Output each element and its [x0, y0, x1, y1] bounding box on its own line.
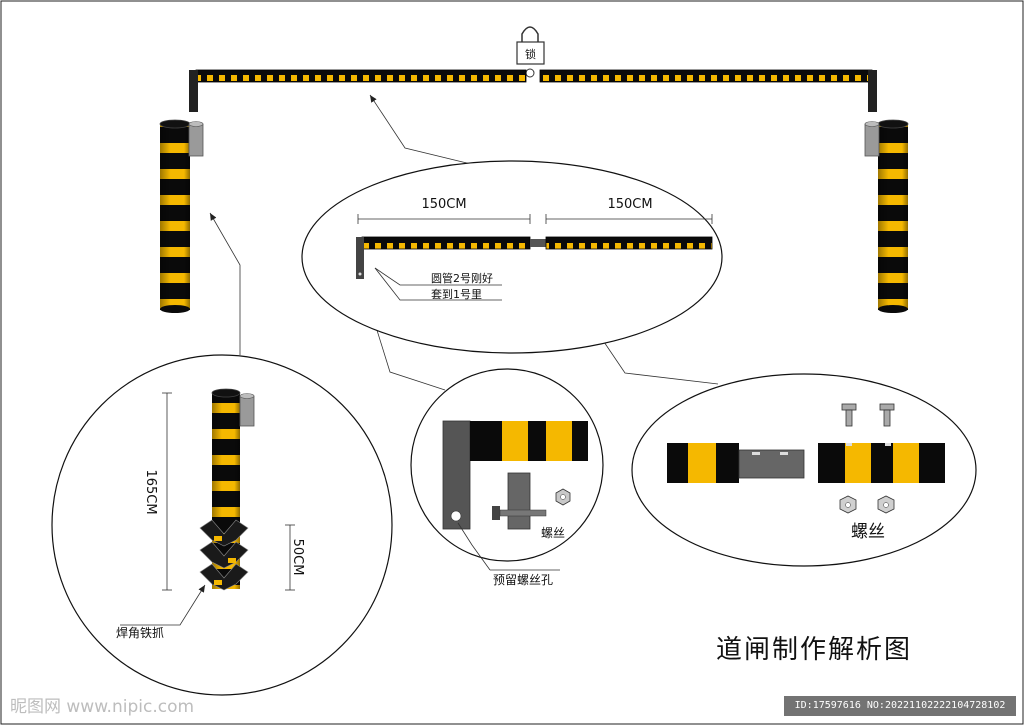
screw-large-label: 螺丝 [851, 522, 885, 542]
right-post [864, 119, 909, 313]
screw-hole-label: 预留螺丝孔 [493, 573, 553, 587]
left-bar-elbow [189, 70, 198, 112]
top-bar-left [195, 69, 527, 83]
joint-detail-ellipse [631, 373, 977, 567]
screw-small-label: 螺丝 [541, 526, 565, 540]
sleeve-note-line1: 圆管2号刚好 [431, 271, 493, 285]
height-buried-label: 50CM [290, 539, 305, 576]
dim-left-label: 150CM [421, 197, 466, 212]
watermark-logo: 昵图网 www.nipic.com [10, 697, 195, 717]
bar-detail-ellipse [301, 160, 723, 354]
diagram-title: 道闸制作解析图 [716, 635, 912, 665]
bracket-detail-circle [410, 368, 604, 571]
height-total-label: 165CM [143, 469, 158, 514]
sleeve-note-line2: 套到1号里 [431, 288, 482, 301]
watermark-id: ID:17597616 NO:20221102222104728102 [784, 696, 1016, 716]
lock-label: 锁 [525, 47, 536, 61]
right-bar-elbow [868, 70, 877, 112]
top-bar-right [539, 69, 873, 83]
left-post [159, 119, 204, 313]
top-gate-assembly: 锁 [159, 26, 909, 313]
weld-note-label: 焊角铁抓 [116, 625, 164, 640]
dim-right-label: 150CM [607, 197, 652, 212]
post-detail-circle [51, 354, 393, 696]
